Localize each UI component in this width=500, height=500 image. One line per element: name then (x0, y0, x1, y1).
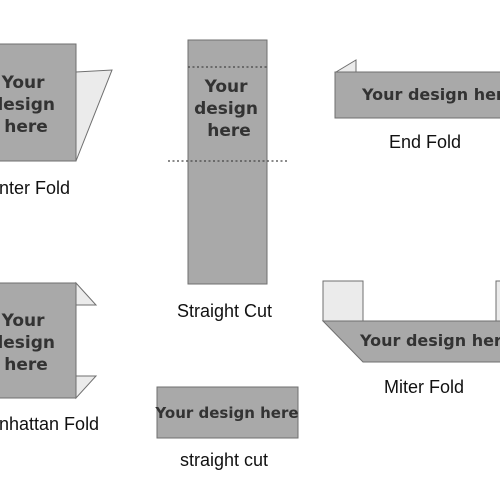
miter-fold-caption: Miter Fold (384, 377, 465, 397)
miter-fold-right-flap (495, 280, 500, 322)
straight-cut-small-diagram: Your design here (154, 386, 299, 439)
center-fold-label (0, 43, 77, 162)
manhattan-fold-top-flap (75, 281, 98, 306)
svg-text:Your design here: Your design here (0, 311, 61, 375)
straight-cut-small-text: Your design here (154, 404, 298, 422)
center-fold-text-line-3: here (4, 117, 48, 137)
straight-cut-text-line-2: design (194, 99, 258, 119)
straight-cut-tall-caption: Straight Cut (177, 301, 273, 321)
straight-cut-small-caption: straight cut (180, 450, 269, 470)
end-fold-text: Your design here (361, 85, 500, 104)
svg-text:Your design here: Your design here (0, 73, 61, 137)
miter-fold-label (321, 320, 500, 363)
straight-cut-text-line-1: Your (204, 77, 249, 97)
straight-cut-tall-diagram: Your design here (168, 39, 288, 285)
manhattan-fold-text-line-2: design (0, 333, 55, 353)
center-fold-text-line-2: design (0, 95, 55, 115)
end-fold-caption: End Fold (389, 132, 462, 152)
manhattan-fold-text-line-3: here (4, 355, 48, 375)
straight-cut-small-label (156, 386, 299, 439)
miter-fold-diagram: Your design here (321, 280, 500, 363)
svg-text:Your design here: Your design here (194, 77, 264, 141)
straight-cut-text-line-3: here (207, 121, 251, 141)
end-fold-diagram: Your design here (334, 59, 500, 119)
center-fold-back-flap (75, 69, 113, 162)
center-fold-diagram: Your design here (0, 43, 113, 162)
manhattan-fold-bottom-flap (75, 375, 98, 400)
miter-fold-text: Your design here (359, 331, 500, 350)
manhattan-fold-caption: nhattan Fold (0, 414, 100, 434)
center-fold-text-line-1: Your (1, 73, 46, 93)
miter-fold-left-flap (322, 280, 364, 322)
center-fold-caption: nter Fold (0, 178, 71, 198)
manhattan-fold-text-line-1: Your (1, 311, 46, 331)
end-fold-label (334, 71, 500, 119)
manhattan-fold-diagram: Your design here (0, 281, 98, 400)
straight-cut-tall-label (187, 39, 268, 285)
end-fold-left-flap (334, 59, 357, 73)
manhattan-fold-label (0, 282, 77, 399)
